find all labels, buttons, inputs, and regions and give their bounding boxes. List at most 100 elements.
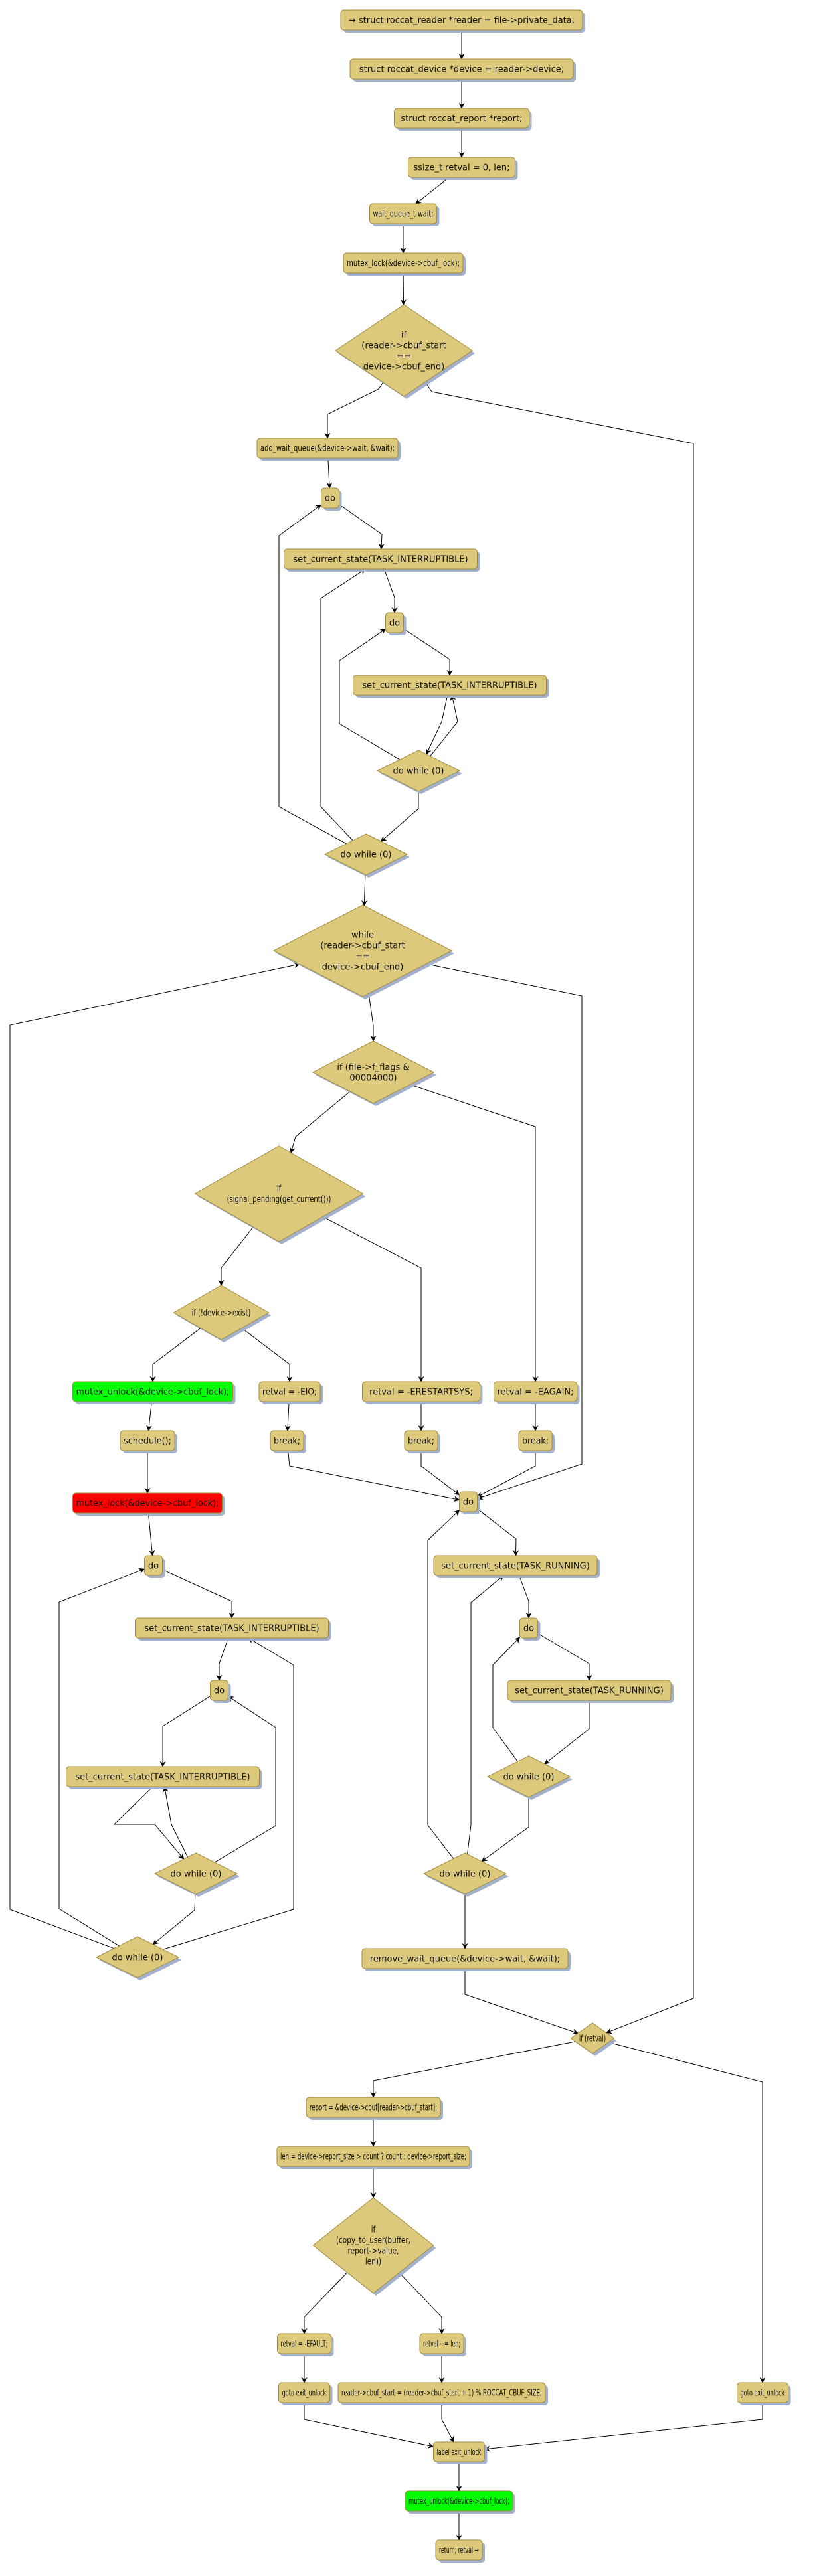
statement-node-n-len[interactable]: len = device->report_size > count ? coun… [276,2146,472,2169]
node-label: do [389,619,400,629]
statement-node-n-scs3[interactable]: set_current_state(TASK_INTERRUPTIBLE) [135,1617,331,1641]
edge-n_run2-to-d_dw5 [544,1700,590,1765]
statement-node-n-retlen[interactable]: retval += len; [419,2333,466,2356]
statement-node-n-report[interactable]: struct roccat_report *report; [394,108,532,131]
statement-node-n-break2[interactable]: break; [404,1430,440,1453]
statement-node-n-scs2[interactable]: set_current_state(TASK_INTERRUPTIBLE) [353,675,549,698]
node-label: goto exit_unlock [282,2389,327,2399]
statement-box [435,2539,483,2561]
decision-node-d-dw3[interactable]: do while (0) [153,1852,240,1897]
decision-node-d-nonblock[interactable]: if (file->f_flags &00004000) [312,1040,436,1106]
node-label: add_wait_queue(&device->wait, &wait); [260,444,395,454]
statement-node-n-scs1[interactable]: set_current_state(TASK_INTERRUPTIBLE) [284,548,480,572]
decision-node-d-dw6[interactable]: do while (0) [422,1852,509,1897]
node-label-line: (signal_pending(get_current())) [227,1195,331,1205]
node-label: struct roccat_device *device = reader->d… [359,65,564,75]
statement-node-n-run2[interactable]: set_current_state(TASK_RUNNING) [507,1680,674,1703]
decision-node-d-while[interactable]: while(reader->cbuf_start==device->cbuf_e… [272,904,454,999]
statement-node-n-retval[interactable]: ssize_t retval = 0, len; [408,157,518,180]
statement-box [519,1617,538,1639]
statement-node-n-unlock2[interactable]: mutex_unlock(&device->cbuf_lock); [405,2490,515,2514]
statement-box [72,1381,233,1402]
statement-node-n-addwq[interactable]: add_wait_queue(&device->wait, &wait); [256,438,401,461]
statement-box [66,1766,260,1787]
decision-diamond [323,833,408,876]
node-label: wait_queue_t wait; [373,210,434,220]
statement-node-n-scs4[interactable]: set_current_state(TASK_INTERRUPTIBLE) [66,1766,262,1789]
statement-node-n-do2[interactable]: do [385,612,407,635]
decision-node-d-exist[interactable]: if (!device->exist) [173,1285,272,1342]
decision-node-d-copy[interactable]: if(copy_to_user(buffer,report->value,len… [312,2197,436,2296]
node-label-line: → struct roccat_reader *reader = file->p… [349,16,575,26]
node-label: if (file->f_flags &00004000) [337,1063,409,1084]
statement-node-n-reader[interactable]: → struct roccat_reader *reader = file->p… [340,9,585,33]
edge-n_do6-to-n_run2 [537,1633,592,1681]
statement-node-n-erestart[interactable]: retval = -ERESTARTSYS; [362,1381,483,1404]
statement-node-n-eio[interactable]: retval = -EIO; [258,1381,323,1404]
edge-d_if_empty-to-d_ifretval [424,382,694,2034]
statement-box [408,157,515,178]
statement-box [361,1948,569,1969]
edge-n_do1-to-n_scs1 [339,504,385,550]
node-label-line: do [389,619,400,629]
node-label: break; [274,1437,300,1447]
statement-node-n-goto1[interactable]: goto exit_unlock [278,2382,333,2405]
statement-node-n-goto2[interactable]: goto exit_unlock [737,2382,791,2405]
decision-node-d-if-empty[interactable]: if(reader->cbuf_start==device->cbuf_end) [335,304,475,399]
statement-node-n-cbufadv[interactable]: reader->cbuf_start = (reader->cbuf_start… [337,2382,548,2405]
node-label: set_current_state(TASK_RUNNING) [515,1686,664,1696]
statement-node-n-eagain[interactable]: retval = -EAGAIN; [494,1381,580,1404]
edge-d_dw5-to-n_do6 [492,1637,521,1762]
statement-node-n-break1[interactable]: break; [270,1430,306,1453]
statement-node-n-do5[interactable]: do [459,1491,480,1514]
decision-node-d-dw2[interactable]: do while (0) [323,833,410,878]
statement-node-n-run1[interactable]: set_current_state(TASK_RUNNING) [433,1555,600,1578]
edge-d_ifretval-to-n_reportassign [370,2041,576,2098]
edge-n_break1-to-n_do5 [288,1450,460,1502]
edge-d_exist-to-n_eio [241,1327,293,1382]
statement-node-n-do4[interactable]: do [210,1680,231,1703]
decision-node-d-ifretval[interactable]: if (retval) [570,2022,617,2056]
node-label-line: if (retval) [579,2034,606,2044]
statement-node-n-break3[interactable]: break; [518,1430,555,1453]
statement-node-n-return[interactable]: return; retval → [435,2539,485,2563]
edge-d_nonblock-to-n_eagain [409,1084,539,1382]
node-label-line: schedule(); [124,1437,171,1447]
node-label: set_current_state(TASK_INTERRUPTIBLE) [362,681,537,691]
node-label: if (!device->exist) [192,1309,251,1319]
node-label-line: 00004000) [349,1074,397,1084]
statement-node-n-efault[interactable]: retval = -EFAULT; [277,2333,334,2356]
node-label-line: == [355,952,370,962]
decision-node-d-dw4[interactable]: do while (0) [95,1936,181,1980]
edge-d_while-to-d_nonblock [368,993,377,1042]
node-label: mutex_lock(&device->cbuf_lock); [76,1499,219,1509]
statement-box [349,58,574,80]
node-label: if (retval) [579,2034,606,2044]
node-label: return; retval → [439,2546,479,2556]
edge-d_copy-to-n_retlen [399,2272,445,2334]
decision-node-d-signal[interactable]: if(signal_pending(get_current())) [194,1145,366,1244]
node-label: do while (0) [171,1870,222,1880]
node-label: break; [522,1437,549,1447]
statement-node-n-schedule[interactable]: schedule(); [120,1430,177,1453]
decision-node-d-dw5[interactable]: do while (0) [486,1755,573,1800]
statement-node-n-do1[interactable]: do [321,487,342,511]
statement-node-n-do3[interactable]: do [144,1555,165,1578]
edge-n_addwq-to-n_do1 [326,457,333,489]
decision-node-d-dw1[interactable]: do while (0) [376,750,462,794]
statement-node-n-lock1[interactable]: mutex_lock(&device->cbuf_lock); [343,252,466,276]
statement-node-n-label[interactable]: label exit_unlock [433,2441,488,2464]
edge-n_scs1-to-n_do2 [383,568,398,613]
node-label-line: do [214,1686,225,1696]
statement-node-n-do6[interactable]: do [519,1617,541,1641]
statement-node-n-unlock1[interactable]: mutex_unlock(&device->cbuf_lock); [72,1381,236,1404]
node-label-line: struct roccat_device *device = reader->d… [359,65,564,75]
statement-node-n-wait[interactable]: wait_queue_t wait; [369,203,440,226]
statement-node-n-reportassign[interactable]: report = &device->cbuf[reader->cbuf_star… [306,2097,443,2120]
edge-n_goto2-to-n_label [484,2403,763,2452]
statement-node-n-lock2[interactable]: mutex_lock(&device->cbuf_lock); [72,1492,225,1516]
edge-d_dw1-to-n_do2 [339,628,400,760]
statement-node-n-rmwq[interactable]: remove_wait_queue(&device->wait, &wait); [361,1948,571,1971]
statement-node-n-device[interactable]: struct roccat_device *device = reader->d… [349,58,576,82]
node-label-line: retval = -EFAULT; [281,2340,328,2350]
